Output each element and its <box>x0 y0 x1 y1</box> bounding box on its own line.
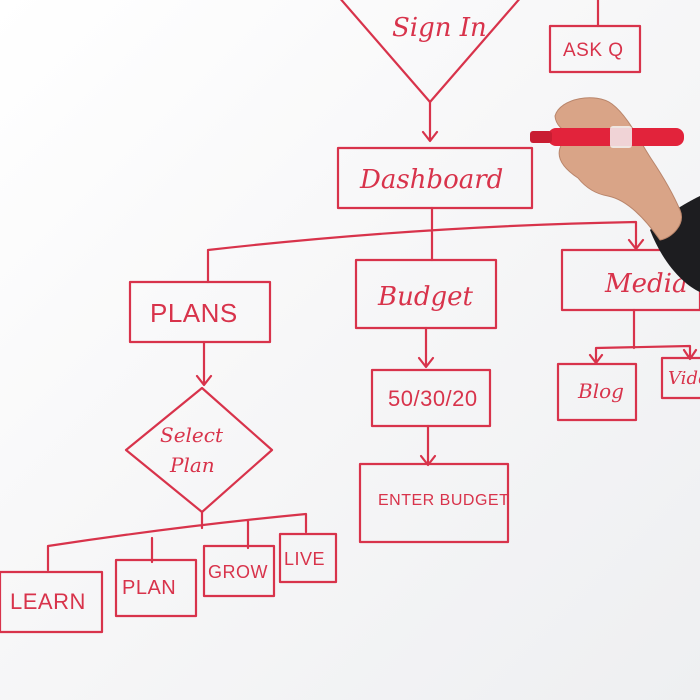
budget-box: Budget <box>354 258 498 330</box>
arrow-plans-select <box>195 340 213 387</box>
select-plan-diamond: Select Plan <box>124 386 274 514</box>
dashboard-label: Dashboard <box>359 165 503 195</box>
blog-label: Blog <box>577 379 624 403</box>
sign-in-label: Sign In <box>392 13 487 43</box>
blog-box: Blog <box>556 362 638 422</box>
plans-label: PLANS <box>150 298 238 328</box>
plan-label: PLAN <box>122 577 176 599</box>
hand <box>554 97 682 241</box>
arrow-budget-ratio <box>417 326 435 369</box>
plan-box: PLAN <box>114 558 198 618</box>
learn-box: LEARN <box>0 570 104 634</box>
media-label: Media <box>604 269 687 299</box>
plans-box: PLANS <box>128 280 272 344</box>
live-box: LIVE <box>278 532 338 584</box>
media-branch-lines <box>588 308 698 365</box>
budget-label: Budget <box>377 282 474 312</box>
ask-q-box: ASK Q <box>548 0 642 74</box>
live-label: LIVE <box>284 549 325 569</box>
grow-label: GROW <box>208 562 268 582</box>
hand-with-marker <box>530 97 700 292</box>
video-label: Video <box>668 368 700 389</box>
arrow-signin-dashboard <box>421 100 439 143</box>
enter-budget-label: ENTER BUDGET <box>378 492 509 509</box>
marker-icon <box>530 126 684 148</box>
grow-box: GROW <box>202 544 276 598</box>
media-box: Media <box>560 248 700 312</box>
select-plan-line1: Select <box>160 423 224 447</box>
arrow-ratio-enter <box>419 424 437 467</box>
select-plan-line2: Plan <box>169 453 215 477</box>
ratio-label: 50/30/20 <box>388 386 478 411</box>
sign-in-diamond: Sign In <box>340 0 520 104</box>
select-branch-lines <box>46 510 308 572</box>
dashboard-branch-lines <box>206 206 645 284</box>
video-box: Video <box>660 356 700 400</box>
ratio-box: 50/30/20 <box>370 368 492 428</box>
enter-budget-box: ENTER BUDGET <box>358 462 510 544</box>
dashboard-box: Dashboard <box>336 146 534 210</box>
ask-q-label: ASK Q <box>563 40 624 61</box>
learn-label: LEARN <box>10 589 86 614</box>
